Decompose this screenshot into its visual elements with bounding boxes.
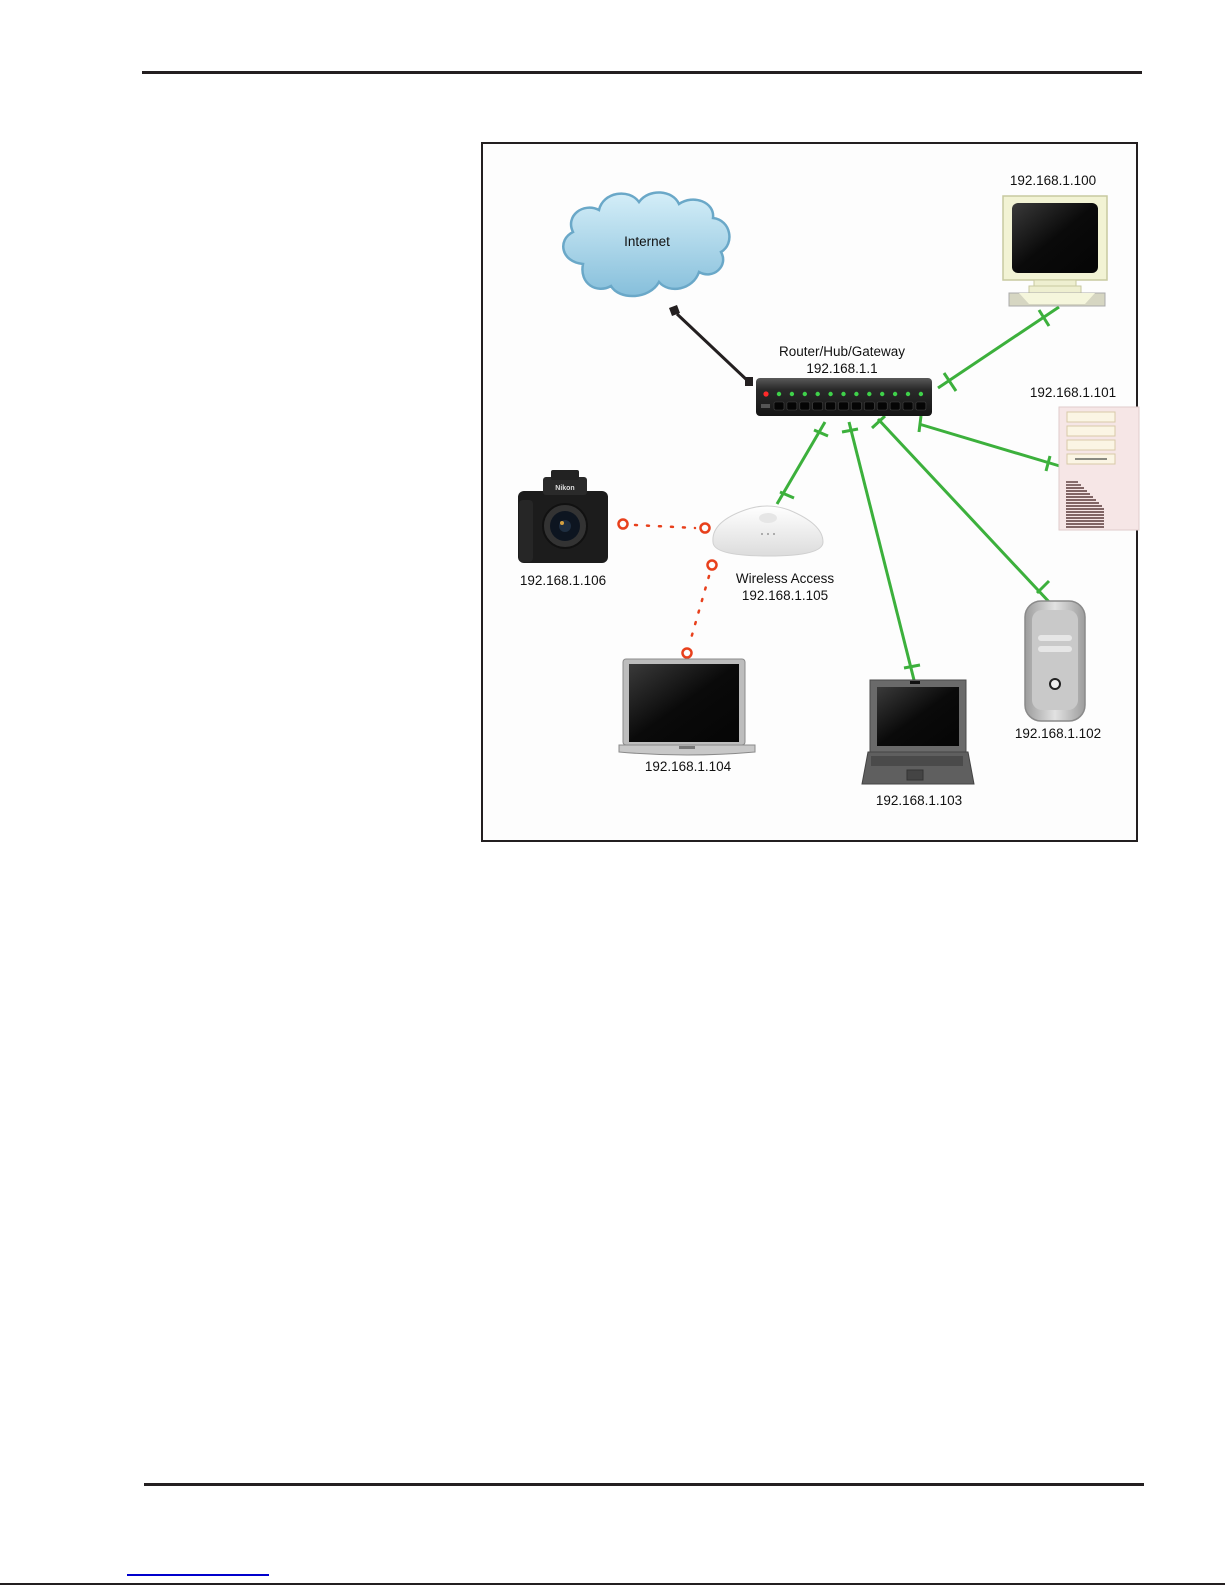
- laptop-icon: [619, 659, 755, 755]
- ethernet-port: [864, 402, 874, 410]
- link-router-100: [938, 307, 1059, 388]
- device-ip-label: 192.168.1.101: [1030, 385, 1116, 400]
- ethernet-port: [916, 402, 926, 410]
- ethernet-port: [851, 402, 861, 410]
- ethernet-port: [800, 402, 810, 410]
- desktop-computer-icon: [1003, 196, 1107, 306]
- port-led: [790, 392, 794, 396]
- device-mac-pro: 192.168.1.102: [1015, 601, 1101, 741]
- router-label: Router/Hub/Gateway: [779, 344, 905, 359]
- internet-label: Internet: [624, 234, 670, 249]
- internet-cloud: Internet: [563, 192, 729, 296]
- connector-icon: [745, 377, 753, 386]
- wireless-link-104: [690, 576, 709, 642]
- wireless-access-node: Wireless Access 192.168.1.105: [713, 506, 834, 603]
- camera-brand: Nikon: [555, 485, 574, 492]
- wireless-label: Wireless Access: [736, 571, 835, 586]
- device-laptop-silver: 192.168.1.104: [619, 659, 755, 774]
- device-ip-label: 192.168.1.103: [876, 793, 962, 808]
- ethernet-port: [903, 402, 913, 410]
- ethernet-port: [877, 402, 887, 410]
- port-led: [867, 392, 871, 396]
- device-ip-label: 192.168.1.100: [1010, 173, 1096, 188]
- ethernet-port: [774, 402, 784, 410]
- port-led: [906, 392, 910, 396]
- port-led: [880, 392, 884, 396]
- port-led: [803, 392, 807, 396]
- link-router-103: [849, 422, 914, 680]
- power-led: [763, 391, 768, 396]
- device-desktop: 192.168.1.100: [1003, 173, 1107, 306]
- port-led: [816, 392, 820, 396]
- ethernet-port: [890, 402, 900, 410]
- link-router-102: [878, 419, 1051, 604]
- wireless-ip: 192.168.1.105: [742, 588, 828, 603]
- camera-icon: Nikon: [518, 470, 608, 563]
- link-tick: [1046, 456, 1050, 471]
- device-ip-label: 192.168.1.102: [1015, 726, 1101, 741]
- router-node: Router/Hub/Gateway 192.168.1.1: [756, 344, 932, 416]
- device-laptop-dark: 192.168.1.103: [862, 680, 974, 808]
- wireless-links: [619, 520, 717, 658]
- network-diagram-figure: Internet Router/Hub/Gateway 192.168.1.1 …: [481, 142, 1138, 842]
- footer-link-underline[interactable]: [127, 1574, 269, 1576]
- ethernet-port: [813, 402, 823, 410]
- network-diagram: Internet Router/Hub/Gateway 192.168.1.1 …: [483, 144, 1140, 844]
- uplink-slot: [761, 404, 770, 408]
- wireless-endpoint: [701, 524, 710, 533]
- link-tick: [842, 429, 858, 432]
- link-tick: [919, 416, 921, 432]
- port-led: [854, 392, 858, 396]
- device-ip-label: 192.168.1.106: [520, 573, 606, 588]
- ethernet-port: [826, 402, 836, 410]
- footer-rule: [144, 1483, 1144, 1486]
- port-led: [777, 392, 781, 396]
- link-router-105: [777, 422, 825, 504]
- tower-server-icon: [1059, 407, 1139, 530]
- device-tower: 192.168.1.101: [1030, 385, 1139, 530]
- mac-pro-tower-icon: [1025, 601, 1085, 721]
- ethernet-port: [839, 402, 849, 410]
- header-rule: [142, 71, 1142, 74]
- link-tick: [1037, 581, 1049, 593]
- port-led: [919, 392, 923, 396]
- router-ip: 192.168.1.1: [806, 361, 877, 376]
- wireless-endpoint: [683, 649, 692, 658]
- laptop-icon: [862, 680, 974, 784]
- link-tick: [904, 665, 920, 668]
- port-led: [841, 392, 845, 396]
- link-router-101: [919, 424, 1063, 467]
- port-led: [893, 392, 897, 396]
- uplink-cable: [669, 305, 753, 386]
- wireless-link-106: [635, 525, 695, 528]
- port-led: [828, 392, 832, 396]
- ethernet-port: [787, 402, 797, 410]
- wireless-endpoint: [619, 520, 628, 529]
- wireless-endpoint: [708, 561, 717, 570]
- device-ip-label: 192.168.1.104: [645, 759, 732, 774]
- device-camera: Nikon 192.168.1.106: [518, 470, 608, 588]
